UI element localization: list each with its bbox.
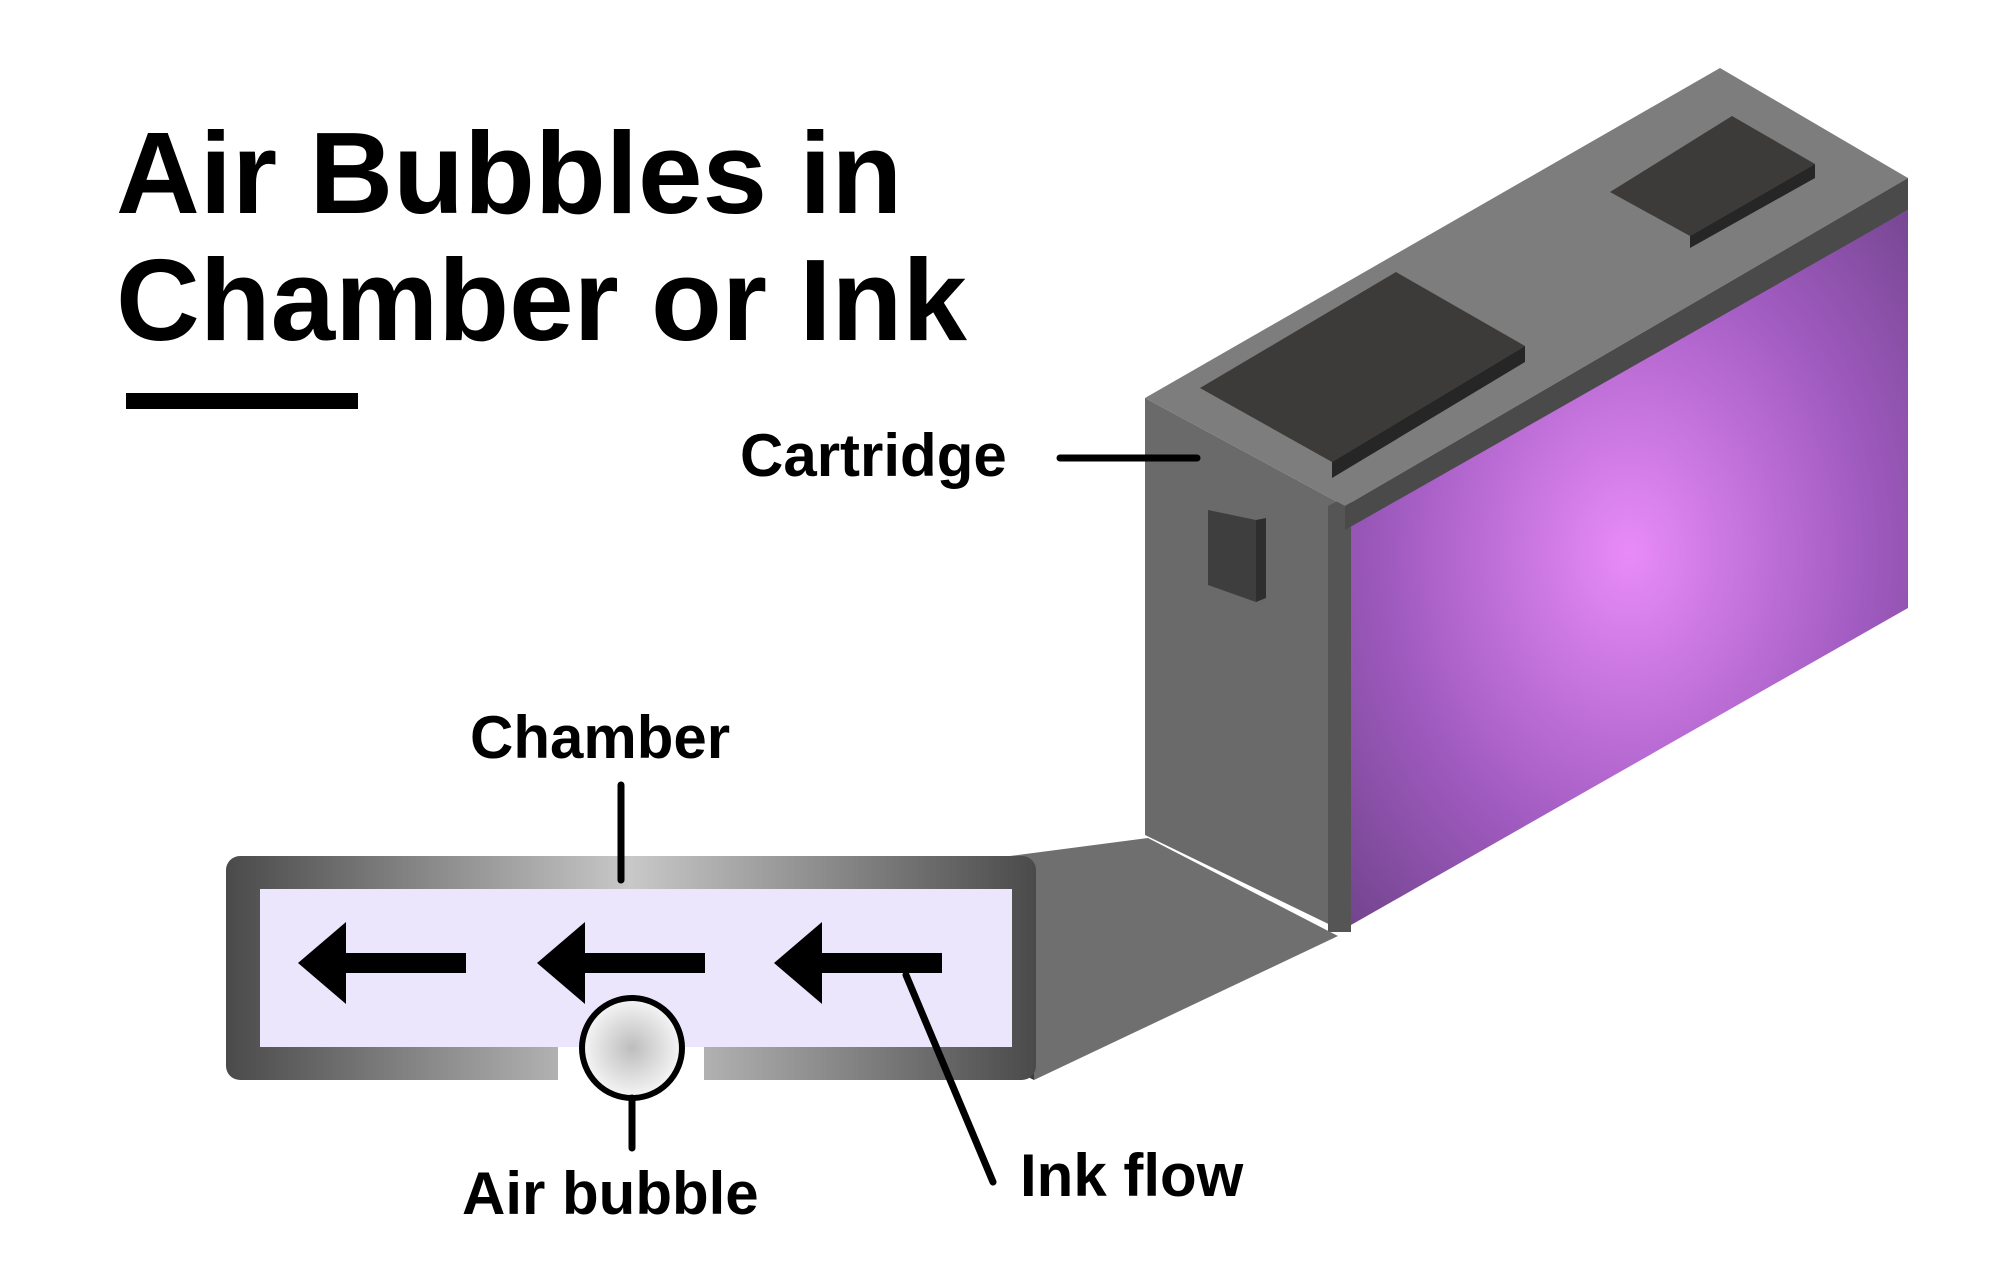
ink-flow-arrows — [298, 922, 942, 1004]
labels: Cartridge Chamber Air bubble Ink flow — [462, 422, 1244, 1227]
ink-flow-leader — [902, 971, 997, 1186]
contact-tab — [1208, 510, 1256, 602]
top-pad-large-edge — [1332, 346, 1525, 478]
leader-lines — [617, 454, 1201, 1186]
title-line-2: Chamber or Ink — [116, 235, 967, 365]
top-pad-small-edge — [1690, 164, 1815, 248]
ink-flow-label: Ink flow — [1020, 1142, 1244, 1209]
cartridge-front-face — [1145, 398, 1345, 932]
left-arrow-icon — [537, 922, 705, 1004]
ink-window — [1351, 210, 1908, 925]
title-block: Air Bubbles in Chamber or Ink — [116, 108, 967, 409]
title-line-1: Air Bubbles in — [116, 108, 902, 238]
cartridge-neck — [1010, 838, 1338, 1080]
cartridge-label: Cartridge — [740, 422, 1007, 489]
left-arrow-icon — [774, 922, 942, 1004]
chamber-label: Chamber — [470, 704, 730, 771]
cartridge — [1010, 68, 1908, 1080]
cartridge-edge-strip — [1328, 494, 1351, 932]
top-pad-small — [1610, 116, 1815, 236]
cartridge-top-bevel — [1345, 178, 1908, 530]
contact-tab-edge — [1256, 518, 1266, 602]
air-bubble-label: Air bubble — [462, 1160, 759, 1227]
air-bubble-icon — [579, 995, 685, 1101]
title-underline — [126, 393, 358, 409]
left-arrow-icon — [298, 922, 466, 1004]
top-pad-large — [1200, 272, 1525, 462]
